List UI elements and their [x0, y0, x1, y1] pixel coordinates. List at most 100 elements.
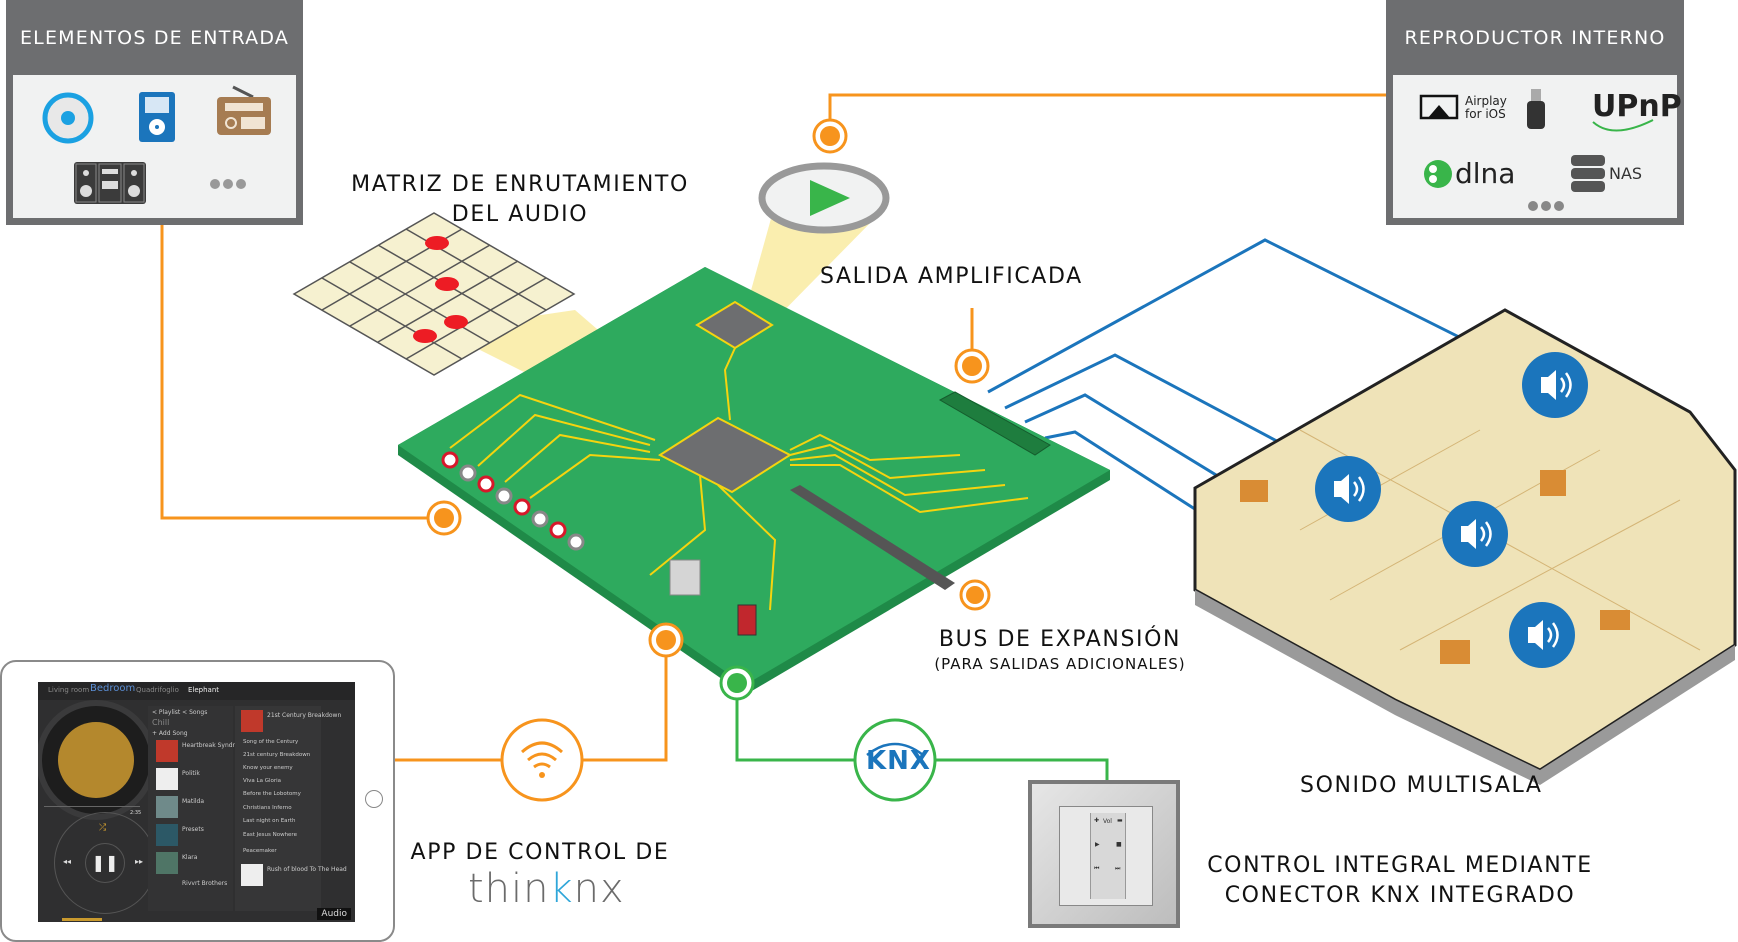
stereo-system-icon	[74, 162, 146, 204]
volume-bar[interactable]	[62, 918, 102, 921]
track-item[interactable]: Song of the Century	[243, 739, 299, 745]
playlist-item[interactable]: Politik	[182, 770, 200, 777]
playlist-panel: < Playlist < Songs Chill + Add Song Hear…	[148, 706, 248, 911]
input-elements-panel: ELEMENTOS DE ENTRADA	[6, 0, 303, 225]
track-item[interactable]: Last night on Earth	[243, 818, 296, 824]
track-item[interactable]: Peacemaker	[243, 848, 277, 854]
more-dots-icon	[1528, 201, 1564, 211]
turntable-disc[interactable]	[38, 700, 156, 820]
knx-wall-switch: ✚ Vol ▬ ▶ ■ ⏮ ⏭	[1028, 780, 1180, 928]
tablet-app: Living room Bedroom Quadrifoglio Elephan…	[0, 660, 395, 942]
previous-icon[interactable]: ◂◂	[63, 857, 72, 866]
radio-icon	[217, 85, 271, 135]
audio-tab[interactable]: Audio	[317, 908, 351, 920]
speaker-line-2	[1004, 353, 1351, 482]
playlist-item[interactable]: Klara	[182, 854, 198, 861]
upnp-arc	[1592, 119, 1654, 132]
knx-control-label: CONTROL INTEGRAL MEDIANTE CONECTOR KNX I…	[1207, 853, 1593, 908]
playlist-item[interactable]: Presets	[182, 826, 204, 833]
bus-connector	[959, 579, 991, 611]
routing-matrix-label: MATRIZ DE ENRUTAMIENTO DEL AUDIO	[351, 172, 689, 227]
usb-icon	[1527, 89, 1545, 129]
playlist-title: Chill	[152, 718, 170, 727]
input-icons	[42, 85, 271, 204]
cd-icon	[42, 92, 94, 144]
next-icon[interactable]: ▸▸	[135, 857, 144, 866]
input-line	[160, 225, 430, 520]
play-icon	[758, 162, 890, 234]
track-item[interactable]: Before the Lobotomy	[243, 791, 301, 797]
previous-button[interactable]: ⏮	[1094, 865, 1100, 872]
volume-down-button[interactable]: ▬	[1117, 817, 1123, 824]
volume-up-button[interactable]: ✚	[1094, 817, 1100, 824]
knx-connector-dot	[719, 665, 755, 701]
album-title: Rush of blood To The Head	[267, 866, 347, 873]
app-screen: Living room Bedroom Quadrifoglio Elephan…	[38, 682, 355, 922]
knx-connector	[737, 604, 757, 636]
progress-time: 2:35	[130, 810, 142, 816]
seek-bar[interactable]	[44, 806, 140, 807]
track-item[interactable]: 21st century Breakdown	[243, 752, 311, 758]
app-connector	[648, 622, 684, 658]
thinknx-logo: thinknx	[468, 866, 625, 912]
next-button[interactable]: ⏭	[1115, 865, 1121, 872]
knx-logo	[853, 718, 937, 802]
tab-bedroom[interactable]: Bedroom	[90, 683, 136, 694]
circuit-board	[398, 267, 1110, 695]
upnp-logo: UPnP	[1592, 89, 1682, 124]
home-button[interactable]	[365, 790, 383, 808]
album-art	[241, 710, 263, 732]
shuffle-icon[interactable]: ⤮	[99, 823, 107, 833]
play-button[interactable]: ▶	[1095, 841, 1100, 848]
album-panel: 21st Century Breakdown Song of the Centu…	[235, 706, 347, 911]
album-art	[156, 796, 178, 818]
stop-button[interactable]: ■	[1116, 841, 1122, 848]
track-item[interactable]: Viva La Gloria	[243, 778, 282, 784]
player-chip	[695, 300, 774, 350]
nas-icon	[1571, 155, 1605, 192]
matrix-dot	[435, 277, 459, 291]
album-art	[156, 740, 178, 762]
tab-quadrifoglio[interactable]: Quadrifoglio	[136, 686, 179, 694]
speaker-icon	[1522, 352, 1588, 418]
nas-label: NAS	[1609, 164, 1643, 183]
breadcrumb[interactable]: < Playlist < Songs	[152, 709, 208, 716]
pause-button[interactable]: ❚❚	[85, 843, 125, 883]
album-art	[156, 824, 178, 846]
ethernet-port	[669, 559, 701, 596]
dlna-logo	[1424, 160, 1452, 188]
mp3-player-icon	[139, 92, 175, 142]
album-art	[156, 852, 178, 874]
expansion-bus-label: BUS DE EXPANSIÓN (PARA SALIDAS ADICIONAL…	[934, 627, 1186, 673]
wifi-icon	[500, 718, 584, 802]
matrix-dot	[413, 329, 437, 343]
now-playing: Elephant	[188, 686, 220, 694]
volume-label: Vol	[1103, 818, 1112, 825]
player-icons	[1419, 89, 1654, 211]
speaker-icon	[1442, 501, 1508, 567]
knx-line	[735, 697, 855, 762]
speaker-terminal	[938, 391, 1051, 456]
panel-title: REPRODUCTOR INTERNO	[1404, 26, 1666, 49]
input-connector	[426, 500, 462, 536]
playlist-item[interactable]: Matilda	[182, 798, 205, 805]
playlist-item[interactable]: Rivvrt Brothers	[182, 880, 228, 887]
playlist-item[interactable]: Heartbreak Syndrome	[182, 742, 249, 749]
knx-line-2	[935, 758, 1109, 780]
knx-badge-text: KNX	[866, 746, 931, 776]
tab-living-room[interactable]: Living room	[48, 686, 90, 694]
amp-connector	[954, 348, 990, 384]
player-line	[828, 93, 1386, 122]
track-item[interactable]: East Jesus Nowhere	[243, 832, 297, 838]
album-title: 21st Century Breakdown	[267, 712, 342, 719]
speaker-icon	[1509, 602, 1575, 668]
add-song-button[interactable]: + Add Song	[152, 730, 188, 737]
track-item[interactable]: Know your enemy	[243, 765, 293, 771]
album-art	[156, 768, 178, 790]
matrix-dot	[425, 236, 449, 250]
track-item[interactable]: Christians Inferno	[243, 805, 292, 811]
playback-controls: ⤮ ◂◂ ❚❚ ▸▸	[54, 812, 156, 914]
